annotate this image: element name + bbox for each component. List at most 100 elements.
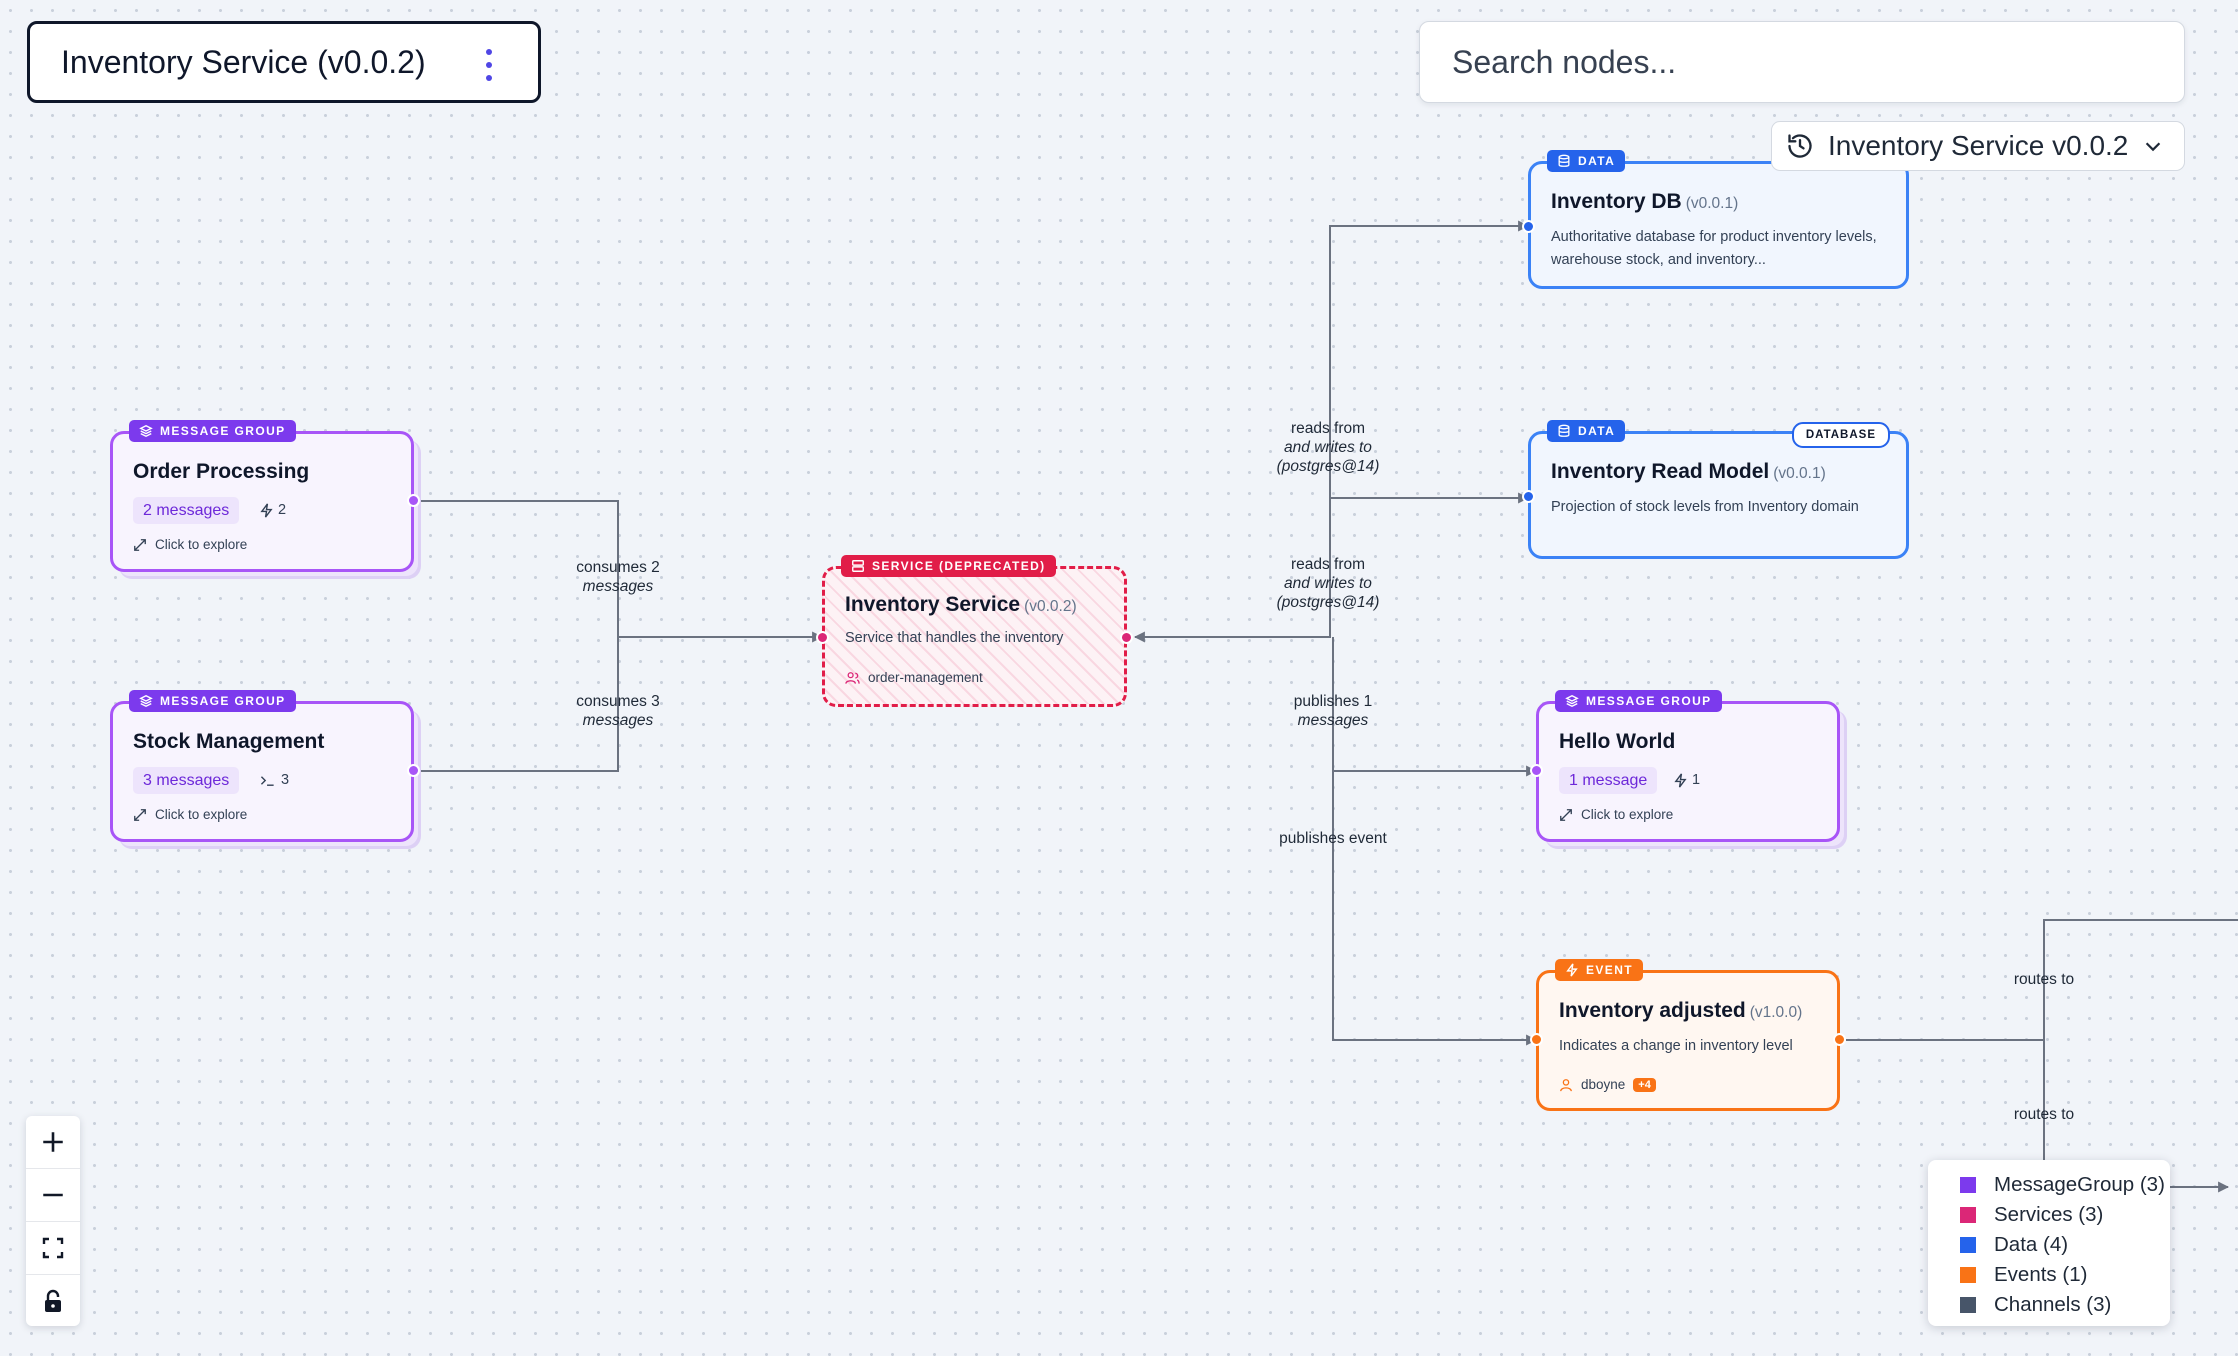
node-version: (v1.0.0) xyxy=(1749,1004,1803,1021)
layers-icon xyxy=(139,694,153,708)
target-handle[interactable] xyxy=(1522,220,1535,233)
target-handle[interactable] xyxy=(816,631,829,644)
search-input[interactable] xyxy=(1419,21,2185,103)
version-label: Inventory Service v0.0.2 xyxy=(1828,130,2129,161)
node-description: Service that handles the inventory xyxy=(845,630,1064,646)
node-hello-world[interactable]: MESSAGE GROUP Hello World 1 message 1 Cl… xyxy=(1530,690,1840,842)
node-version: (v0.0.1) xyxy=(1685,195,1739,212)
node-inventory-read-model[interactable]: DATABASE DATA Inventory Read Model(v0.0.… xyxy=(1522,420,1909,559)
source-handle[interactable] xyxy=(1120,631,1133,644)
node-badge: EVENT xyxy=(1555,959,1644,981)
lock-button[interactable] xyxy=(26,1275,80,1327)
edge-publishes-event xyxy=(1332,637,1538,1046)
history-icon xyxy=(1788,134,1812,158)
fit-view-icon xyxy=(42,1237,64,1259)
fit-view-button[interactable] xyxy=(26,1222,80,1275)
legend-swatch xyxy=(1960,1297,1976,1313)
legend-swatch xyxy=(1960,1177,1976,1193)
chevron-down-icon xyxy=(2146,142,2161,152)
lightning-icon xyxy=(1674,773,1687,787)
node-version: (v0.0.2) xyxy=(1024,598,1077,615)
expand-icon xyxy=(1560,808,1572,821)
node-title: Hello World xyxy=(1559,730,1676,753)
layers-icon xyxy=(139,424,153,438)
node-order-processing[interactable]: MESSAGE GROUP Order Processing 2 message… xyxy=(110,420,420,572)
legend-swatch xyxy=(1960,1237,1976,1253)
edge-routes-1 xyxy=(1846,919,2238,1041)
node-title: Inventory adjusted(v1.0.0) xyxy=(1559,999,1803,1022)
version-selector[interactable]: Inventory Service v0.0.2 xyxy=(1771,121,2185,171)
node-badge: DATA xyxy=(1547,420,1626,442)
edge-label-routes-2: routes to xyxy=(2013,1106,2075,1123)
node-stock-management[interactable]: MESSAGE GROUP Stock Management 3 message… xyxy=(110,690,420,842)
legend-item-events[interactable]: Events (1) xyxy=(1928,1260,2170,1290)
node-description: Authoritative database for product inven… xyxy=(1551,229,1877,268)
legend-item-messagegroup[interactable]: MessageGroup (3) xyxy=(1928,1170,2170,1200)
lightning-icon xyxy=(260,503,273,517)
node-inventory-service[interactable]: SERVICE (DEPRECATED) Inventory Service(v… xyxy=(816,555,1133,707)
messages-pill: 2 messages xyxy=(133,497,240,524)
terminal-icon xyxy=(260,775,274,786)
database-icon xyxy=(1558,424,1570,437)
canvas-controls xyxy=(26,1116,80,1326)
target-handle[interactable] xyxy=(1522,490,1535,503)
node-description: Indicates a change in inventory level xyxy=(1559,1038,1793,1054)
lightning-icon xyxy=(1566,963,1578,977)
zoom-out-button[interactable] xyxy=(26,1169,80,1222)
node-badge: MESSAGE GROUP xyxy=(129,420,296,442)
messages-pill: 3 messages xyxy=(133,767,240,794)
users-icon xyxy=(845,671,860,684)
node-badge: DATA xyxy=(1547,150,1626,172)
node-description: Projection of stock levels from Inventor… xyxy=(1551,499,1859,515)
page-title-box: Inventory Service (v0.0.2) xyxy=(27,21,541,103)
messages-pill: 1 message xyxy=(1559,767,1658,794)
target-handle[interactable] xyxy=(1530,1033,1543,1046)
legend-item-services[interactable]: Services (3) xyxy=(1928,1200,2170,1230)
legend-swatch xyxy=(1960,1207,1976,1223)
expand-icon xyxy=(134,808,146,821)
node-badge: MESSAGE GROUP xyxy=(1555,690,1722,712)
legend-swatch xyxy=(1960,1267,1976,1283)
lock-icon xyxy=(45,1289,61,1312)
edge-label-publishes-event: publishes event xyxy=(1279,830,1387,847)
expand-icon xyxy=(134,538,146,551)
click-to-explore[interactable]: Click to explore xyxy=(133,807,247,822)
source-handle[interactable] xyxy=(407,494,420,507)
edge-consumes-2 xyxy=(412,500,824,643)
source-handle[interactable] xyxy=(1833,1033,1846,1046)
node-title: Stock Management xyxy=(133,730,325,753)
legend-item-data[interactable]: Data (4) xyxy=(1928,1230,2170,1260)
message-count: 2 xyxy=(259,502,286,518)
legend-item-channels[interactable]: Channels (3) xyxy=(1928,1290,2170,1320)
click-to-explore[interactable]: Click to explore xyxy=(133,537,247,552)
layers-icon xyxy=(1565,694,1579,708)
database-tag: DATABASE xyxy=(1791,422,1890,448)
source-handle[interactable] xyxy=(407,764,420,777)
kebab-menu-icon[interactable] xyxy=(486,48,492,82)
node-inventory-db[interactable]: DATA Inventory DB(v0.0.1) Authoritative … xyxy=(1522,150,1909,289)
user-icon xyxy=(1560,1078,1572,1091)
owner: order-management xyxy=(845,670,983,685)
server-icon xyxy=(852,560,864,572)
edge-label-routes-1: routes to xyxy=(2013,971,2075,988)
zoom-in-button[interactable] xyxy=(26,1116,80,1169)
edge-consumes-3 xyxy=(412,637,619,772)
node-badge: MESSAGE GROUP xyxy=(129,690,296,712)
node-title: Inventory Service(v0.0.2) xyxy=(845,593,1077,616)
node-version: (v0.0.1) xyxy=(1773,465,1826,482)
plus-icon xyxy=(43,1132,63,1152)
target-handle[interactable] xyxy=(1530,764,1543,777)
click-to-explore[interactable]: Click to explore xyxy=(1559,807,1673,822)
node-title: Inventory DB(v0.0.1) xyxy=(1551,190,1739,213)
legend-panel: MessageGroup (3) Services (3) Data (4) E… xyxy=(1928,1160,2170,1326)
node-inventory-adjusted[interactable]: EVENT Inventory adjusted(v1.0.0) Indicat… xyxy=(1530,959,1846,1111)
node-title: Inventory Read Model(v0.0.1) xyxy=(1551,460,1826,483)
node-title: Order Processing xyxy=(133,460,310,483)
page-title: Inventory Service (v0.0.2) xyxy=(61,43,426,80)
node-badge: SERVICE (DEPRECATED) xyxy=(841,555,1056,577)
database-icon xyxy=(1558,154,1570,167)
